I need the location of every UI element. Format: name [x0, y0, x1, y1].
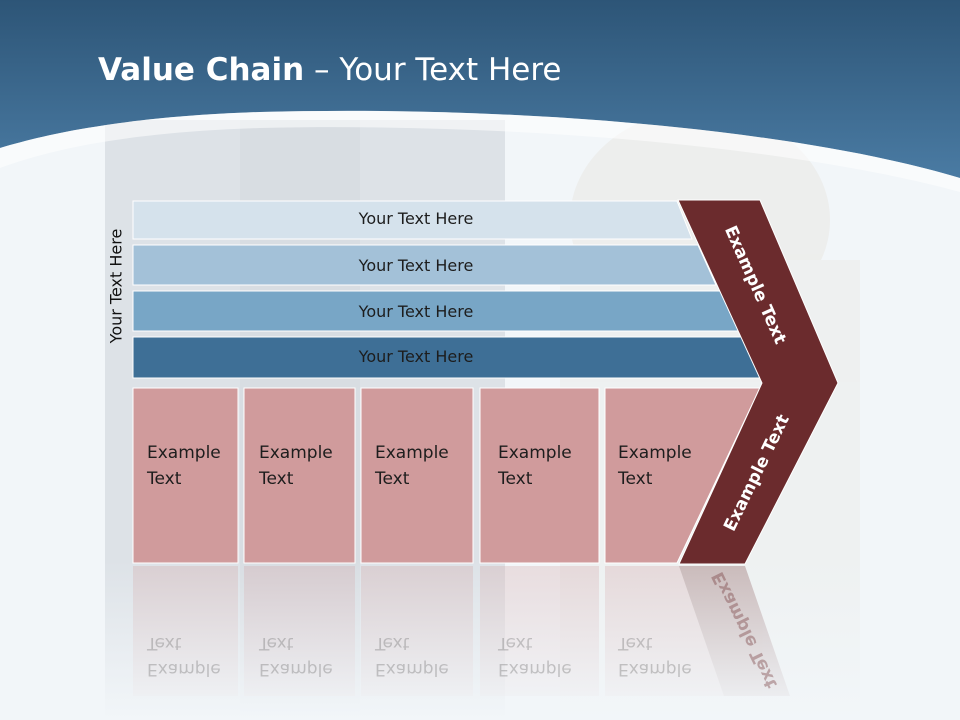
bar-2 [132, 244, 717, 286]
box-3-line-2: Text [375, 469, 410, 489]
bar-4-label: Your Text Here [358, 347, 474, 366]
box-5-line-2: Text [618, 469, 653, 489]
box-1-line-2: Text [147, 469, 182, 489]
bar-3-label: Your Text Here [358, 302, 474, 321]
box-4-line-2: Text [498, 469, 533, 489]
reflection-fade [0, 560, 960, 720]
title-rest: – Your Text Here [304, 52, 562, 88]
box-3 [360, 387, 474, 564]
box-2-line-2: Text [259, 469, 294, 489]
box-1 [132, 387, 239, 564]
header-arc [0, 110, 960, 192]
header-band [0, 0, 960, 178]
box-3-line-1: Example [375, 443, 449, 463]
box-1-line-1: Example [147, 443, 221, 463]
box-2 [243, 387, 356, 564]
box-2-line-1: Example [259, 443, 333, 463]
box-4-line-1: Example [498, 443, 572, 463]
box-5-line-1: Example [618, 443, 692, 463]
slide-title: Value Chain – Your Text Here [98, 52, 561, 88]
box-4 [479, 387, 600, 564]
bar-2-label: Your Text Here [358, 256, 474, 275]
side-label: Your Text Here [106, 228, 126, 344]
bar-1-label: Your Text Here [358, 209, 474, 228]
bar-1 [132, 200, 693, 240]
title-bold: Value Chain [98, 52, 305, 88]
